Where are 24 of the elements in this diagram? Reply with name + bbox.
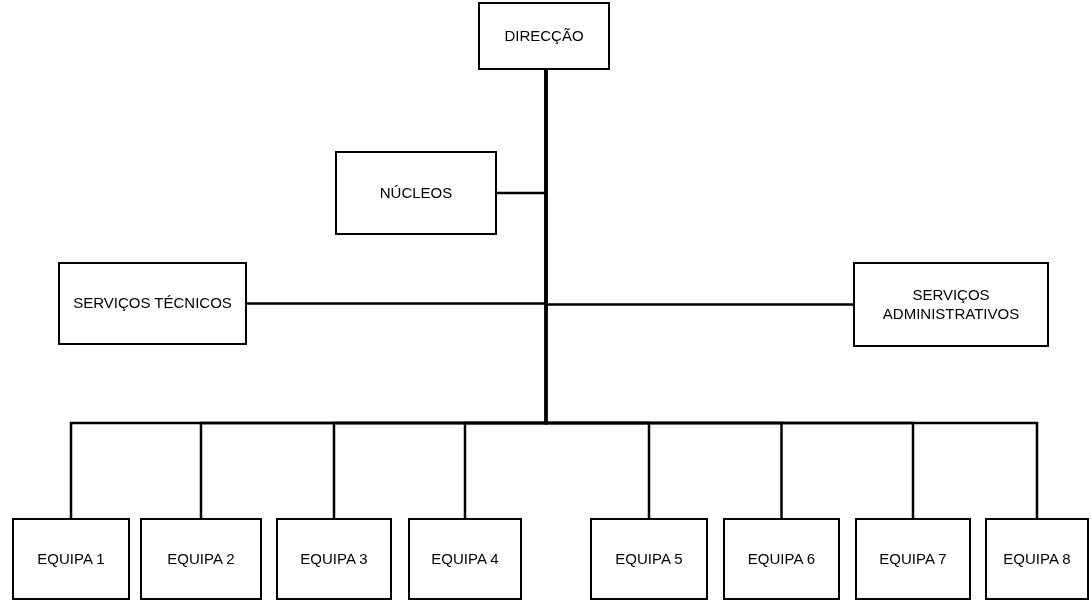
- org-unit-box: [590, 518, 708, 600]
- unit-label: EQUIPA 4: [431, 549, 499, 569]
- org-unit-box: [58, 262, 247, 345]
- org-unit-box: [408, 518, 522, 600]
- org-unit-box: [853, 262, 1049, 347]
- org-unit-box: [478, 2, 610, 70]
- unit-label: EQUIPA 7: [879, 549, 947, 569]
- org-unit-box: [723, 518, 840, 600]
- unit-label: NÚCLEOS: [379, 183, 453, 203]
- unit-label: EQUIPA 8: [1003, 549, 1071, 569]
- unit-label: DIRECÇÃO: [504, 26, 584, 46]
- unit-label: SERVIÇOS TÉCNICOS: [73, 294, 232, 313]
- unit-label: EQUIPA 2: [167, 549, 235, 569]
- org-unit-box: [855, 518, 971, 600]
- org-unit-box: [985, 518, 1089, 600]
- org-unit-box: [335, 151, 497, 235]
- org-unit-box: [276, 518, 392, 600]
- org-unit-box: [12, 518, 130, 600]
- unit-label: EQUIPA 1: [37, 549, 105, 569]
- unit-label: SERVIÇOS ADMINISTRATIVOS: [881, 285, 1021, 324]
- unit-label: EQUIPA 5: [615, 549, 683, 569]
- unit-label: EQUIPA 3: [300, 549, 368, 569]
- org-unit-box: [140, 518, 262, 600]
- unit-label: EQUIPA 6: [747, 549, 816, 569]
